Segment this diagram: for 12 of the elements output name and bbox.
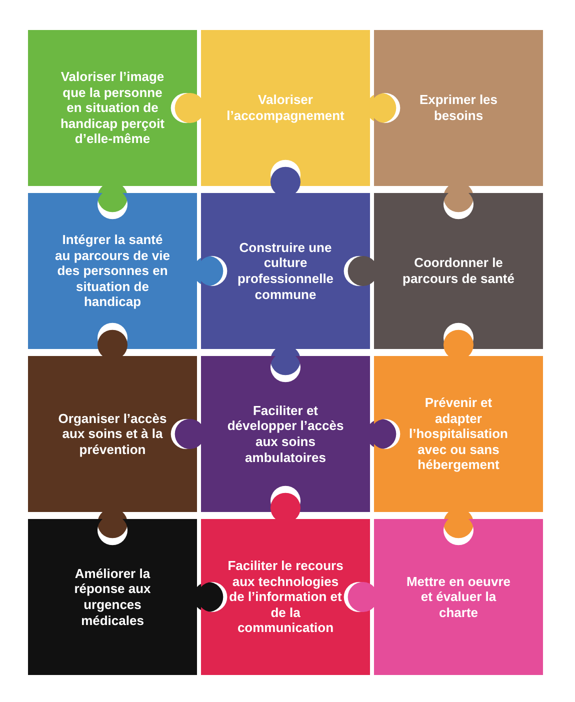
piece-label: Coordonner le parcours de santé xyxy=(402,255,516,287)
piece-label: Faciliter le recours aux technologies de l’information et de la communication xyxy=(227,558,344,636)
piece-label: Prévenir et adapter l’hospitalisation avec ou sans hébergement xyxy=(408,395,509,473)
piece-label: Mettre en oeuvre et évaluer la charte xyxy=(405,574,512,620)
piece-label: Valoriser l’accompagnement xyxy=(226,92,344,124)
piece-label: Intégrer la santé au parcours de vie des personnes en situation de handicap xyxy=(54,232,171,310)
piece-label: Valoriser l’image que la personne en situation de handicap perçoit d’elle-même xyxy=(59,69,166,147)
piece-label: Exprimer les besoins xyxy=(418,92,499,124)
piece-label: Organiser l’accès aux soins et à la prévention xyxy=(57,410,168,458)
piece-label: Faciliter et développer l’accès aux soins ambulatoires xyxy=(227,402,344,466)
piece-label: Construire une culture professionnelle commune xyxy=(236,240,335,302)
piece-label: Améliorer la réponse aux urgences médicales xyxy=(73,566,152,628)
